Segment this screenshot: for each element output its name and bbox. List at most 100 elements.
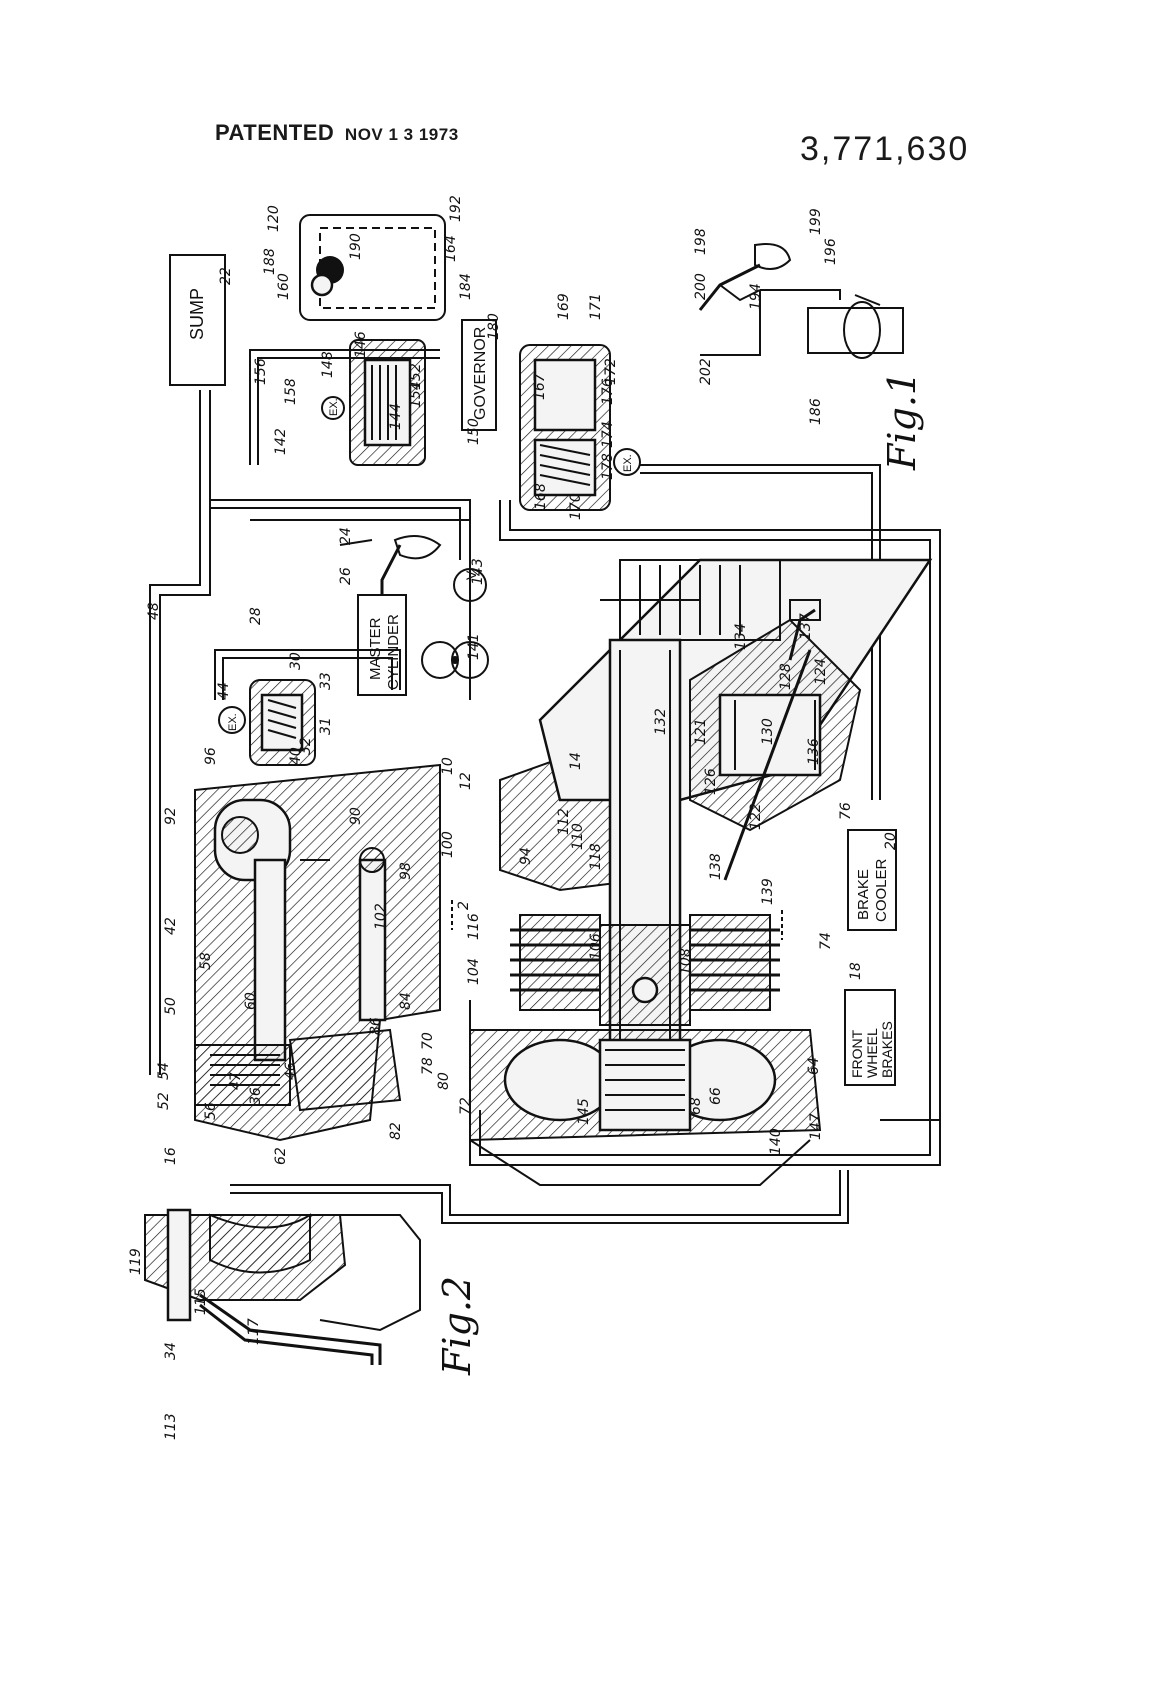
brake-cooler-label-1: BRAKE: [855, 869, 872, 920]
reference-numeral-184: 184: [458, 273, 474, 300]
reference-numeral-136: 136: [806, 738, 822, 765]
reference-numeral-46: 46: [283, 1062, 299, 1080]
reference-numeral-142: 142: [273, 428, 289, 455]
reference-numeral-115: 115: [193, 1288, 209, 1315]
reference-numeral-86: 86: [368, 1017, 384, 1035]
reference-numeral-169: 169: [556, 293, 572, 320]
reference-numeral-194: 194: [748, 283, 764, 310]
reference-numeral-121: 121: [693, 718, 709, 745]
reference-numeral-190: 190: [348, 233, 364, 260]
sump-box: SUMP: [170, 255, 225, 385]
reference-numeral-134: 134: [733, 623, 749, 650]
reference-numeral-64: 64: [806, 1057, 822, 1075]
reference-numeral-10: 10: [440, 757, 456, 775]
reference-numeral-154: 154: [408, 381, 424, 408]
reference-numeral-188: 188: [262, 248, 278, 275]
reference-numeral-90: 90: [348, 807, 364, 825]
reference-numeral-150: 150: [466, 418, 482, 445]
reference-numeral-164: 164: [443, 235, 459, 262]
master-cylinder-label-2: CYLINDER: [385, 614, 402, 690]
reference-numeral-126: 126: [703, 768, 719, 795]
reference-numeral-118: 118: [588, 843, 604, 870]
reference-numeral-180: 180: [486, 313, 502, 340]
reference-numeral-60: 60: [243, 992, 259, 1010]
reference-numeral-132: 132: [653, 708, 669, 735]
reference-numeral-36: 36: [248, 1087, 264, 1105]
brake-cooler-label-2: COOLER: [873, 858, 890, 922]
reference-numeral-120: 120: [266, 205, 282, 232]
reference-numeral-124: 124: [813, 658, 829, 685]
reference-numeral-198: 198: [693, 228, 709, 255]
reference-numeral-122: 122: [748, 803, 764, 830]
reference-numeral-147: 147: [808, 1113, 824, 1140]
reference-numeral-117: 117: [246, 1318, 262, 1345]
reference-numeral-104: 104: [466, 958, 482, 985]
reference-numeral-24: 24: [338, 527, 354, 545]
reference-numeral-196: 196: [823, 238, 839, 265]
exhaust-label-1: EX.: [328, 398, 340, 416]
reference-numeral-40: 40: [288, 747, 304, 765]
transmission-housing: EX.: [195, 560, 930, 1185]
reference-numeral-156: 156: [253, 358, 269, 385]
reference-numeral-113: 113: [163, 1413, 179, 1440]
reference-numeral-110: 110: [570, 823, 586, 850]
reference-numeral-148: 148: [320, 351, 336, 378]
parking-pedal-assembly: [700, 244, 903, 358]
reference-numeral-30: 30: [288, 652, 304, 670]
reference-numeral-31: 31: [318, 717, 334, 735]
reference-numeral-98: 98: [398, 862, 414, 880]
reference-numeral-22: 22: [218, 267, 234, 285]
reference-numeral-94: 94: [518, 847, 534, 865]
reference-numeral-137: 137: [798, 613, 814, 640]
reference-numeral-34: 34: [163, 1342, 179, 1360]
reference-numeral-92: 92: [163, 807, 179, 825]
front-wheel-brakes-label-3: BRAKES: [879, 1021, 895, 1078]
exhaust-label-2: EX.: [622, 454, 634, 472]
reference-numeral-54: 54: [156, 1062, 172, 1080]
reference-numeral-174: 174: [600, 421, 616, 448]
fig2-label: Fig.2: [435, 1276, 479, 1376]
reference-numeral-140: 140: [768, 1128, 784, 1155]
reference-numeral-74: 74: [818, 932, 834, 950]
reference-numeral-178: 178: [600, 453, 616, 480]
reference-numeral-68: 68: [688, 1097, 704, 1115]
reference-numeral-16: 16: [163, 1147, 179, 1165]
reference-numeral-72: 72: [458, 1097, 474, 1115]
reference-numeral-48: 48: [146, 602, 162, 620]
reference-numeral-138: 138: [708, 853, 724, 880]
reference-numeral-14: 14: [568, 752, 584, 770]
reference-numeral-47: 47: [228, 1072, 244, 1090]
reference-numeral-106: 106: [588, 933, 604, 960]
reference-numeral-84: 84: [398, 992, 414, 1010]
reference-numeral-96: 96: [203, 747, 219, 765]
front-wheel-brakes-label-2: WHEEL: [864, 1028, 880, 1078]
reference-numeral-100: 100: [440, 831, 456, 858]
reference-numeral-108: 108: [678, 948, 694, 975]
master-cylinder-label-1: MASTER: [367, 617, 384, 680]
reference-numeral-170: 170: [568, 493, 584, 520]
reference-numeral-56: 56: [203, 1102, 219, 1120]
reference-numeral-145: 145: [576, 1098, 592, 1125]
reference-numeral-50: 50: [163, 997, 179, 1015]
reference-numeral-168: 168: [533, 483, 549, 510]
reference-numeral-167: 167: [532, 373, 548, 400]
reference-numeral-58: 58: [198, 952, 214, 970]
reference-numeral-20: 20: [883, 832, 899, 850]
fig1-label: Fig.1: [880, 371, 924, 471]
reference-numeral-80: 80: [436, 1072, 452, 1090]
reference-numeral-33: 33: [318, 672, 334, 690]
reference-numeral-171: 171: [588, 293, 604, 320]
reference-numeral-78: 78: [420, 1057, 436, 1075]
reference-numeral-76: 76: [838, 802, 854, 820]
reference-numeral-70: 70: [420, 1032, 436, 1050]
reference-numeral-44: 44: [216, 682, 232, 700]
reference-numeral-62: 62: [273, 1147, 289, 1165]
fig2-detail: [145, 1210, 420, 1365]
front-wheel-brakes-label-1: FRONT: [849, 1029, 865, 1078]
reference-numeral-66: 66: [708, 1087, 724, 1105]
reference-numeral-202: 202: [698, 358, 714, 385]
reference-numeral-102: 102: [373, 903, 389, 930]
reference-numeral-116: 116: [466, 913, 482, 940]
reference-numeral-192: 192: [448, 195, 464, 222]
